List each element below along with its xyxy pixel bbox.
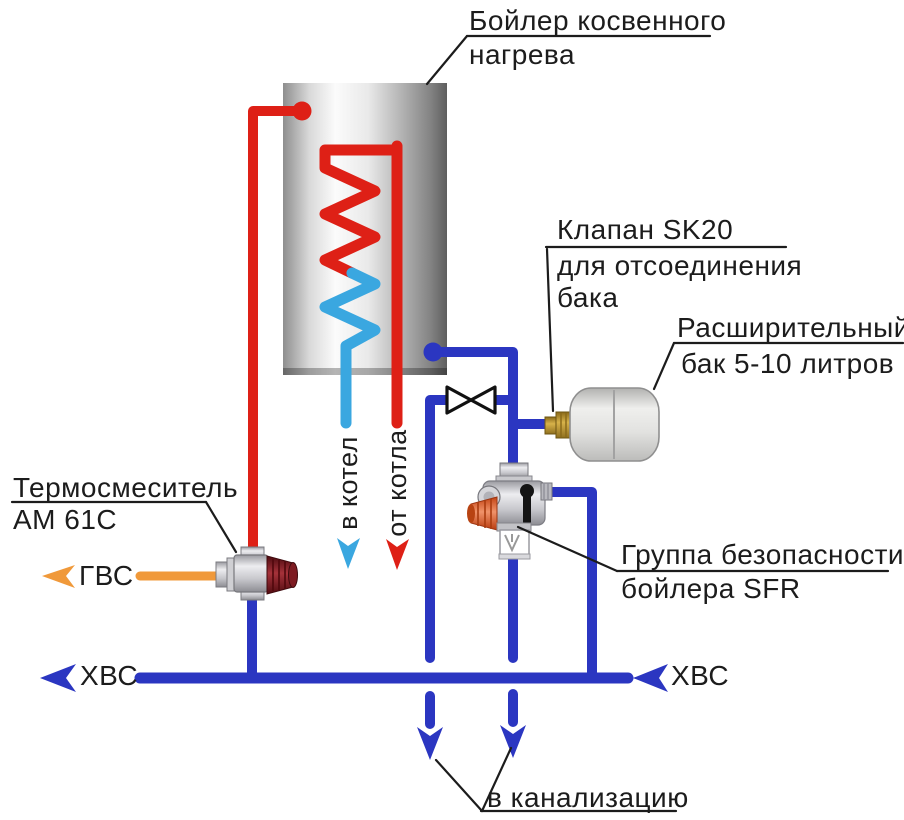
dhw-arrow-icon bbox=[42, 565, 75, 588]
sk20-label-line3: бака bbox=[557, 282, 619, 313]
sk20-label-line2: для отсоединения bbox=[557, 250, 803, 281]
safety-label-line2: бойлера SFR bbox=[621, 573, 801, 604]
callout-lines bbox=[10, 34, 904, 813]
cold-water-left-arrow-icon bbox=[40, 664, 76, 692]
hot-pipe-boiler-to-mixer bbox=[248, 106, 307, 557]
sk20-valve-fitting bbox=[544, 411, 574, 439]
safety-label-line1: Группа безопасности bbox=[621, 539, 904, 570]
safety-group-device bbox=[467, 462, 553, 560]
to-boiler-arrow-icon bbox=[337, 538, 360, 569]
cold-pipe-endpoint bbox=[423, 342, 443, 362]
cold-water-right-arrow-icon bbox=[633, 664, 668, 692]
sewer-label: в канализацию bbox=[487, 782, 689, 813]
flow-arrows bbox=[40, 538, 668, 760]
boiler-label-line1: Бойлер косвенного bbox=[469, 5, 727, 36]
sewer-arrow-right-icon bbox=[500, 725, 526, 758]
heat-exchanger-coil-hot bbox=[319, 144, 403, 279]
sk20-label-leader bbox=[545, 247, 555, 413]
drain-pipe-left bbox=[425, 395, 452, 663]
expansion-label-line1: Расширительный bbox=[677, 312, 904, 343]
mixer-label-line1: Термосмеситель bbox=[13, 472, 239, 503]
boiler-label-leader bbox=[425, 34, 469, 86]
sewer-label-leader-right bbox=[480, 746, 513, 813]
pipes bbox=[134, 101, 634, 729]
sewer-arrow-left-icon bbox=[417, 727, 443, 760]
from-boiler-label: от котла bbox=[382, 429, 412, 537]
shutoff-valve-icon bbox=[445, 385, 497, 415]
cold-pipe-tank-outlet bbox=[428, 347, 518, 473]
mixer-label-leader bbox=[204, 500, 238, 554]
heat-exchanger-coil-cold bbox=[319, 267, 381, 429]
hot-pipe-endpoint bbox=[292, 101, 312, 121]
mixer-label-line2: АМ 61С bbox=[13, 504, 118, 535]
thermomixer-device bbox=[215, 546, 298, 601]
cold-water-right-label: ХВС bbox=[671, 660, 730, 691]
sewer-label-leader-left bbox=[434, 758, 484, 813]
expansion-label-line2: бак 5-10 литров bbox=[681, 348, 895, 379]
sk20-label-line1: Клапан SK20 bbox=[557, 214, 734, 245]
to-boiler-label: в котел bbox=[333, 436, 363, 530]
boiler-label-line2: нагрева bbox=[469, 39, 576, 70]
safety-group-outlet-pipe bbox=[537, 487, 597, 683]
cold-water-left-label: ХВС bbox=[80, 660, 139, 691]
dhw-label: ГВС bbox=[79, 560, 134, 591]
expansion-label-leader bbox=[652, 341, 676, 391]
from-boiler-arrow-icon bbox=[386, 539, 409, 570]
expansion-tank bbox=[569, 387, 660, 462]
safety-label-leader bbox=[516, 525, 619, 573]
